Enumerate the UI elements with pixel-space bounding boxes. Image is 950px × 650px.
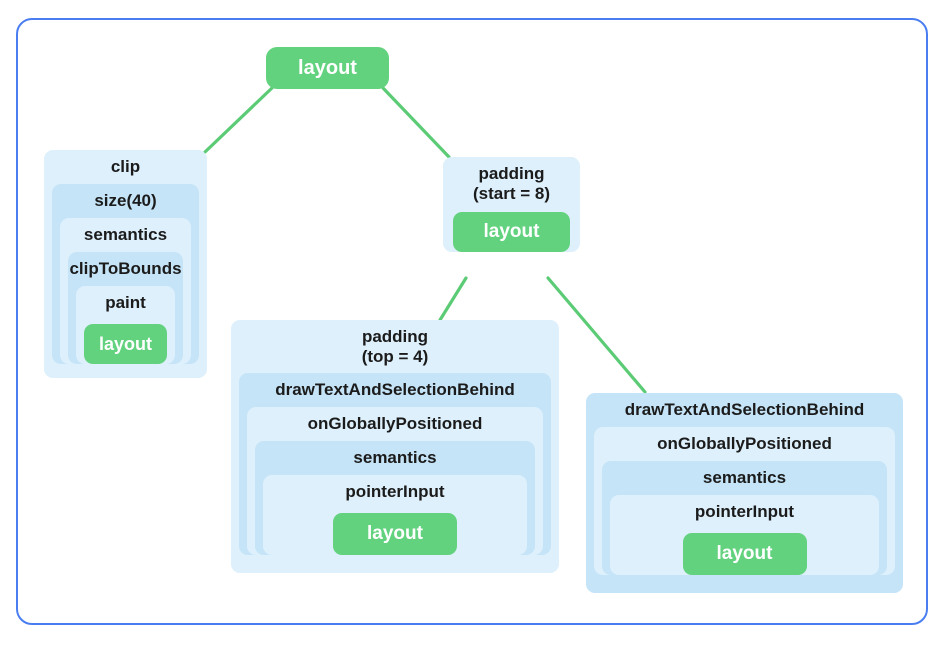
layer-size[interactable]: size(40) semantics clipToBounds paint la… <box>52 184 199 365</box>
right-leaf-layout-label: layout <box>716 543 773 565</box>
layer-middle-drawtext[interactable]: drawTextAndSelectionBehind onGloballyPos… <box>239 373 551 556</box>
layer-middle-ongloballypositioned[interactable]: onGloballyPositioned semantics pointerIn… <box>247 407 543 556</box>
layer-middle-semantics[interactable]: semantics pointerInput layout <box>255 441 535 556</box>
node-clip-leaf-layout[interactable]: layout <box>84 324 167 365</box>
node-right-leaf-layout[interactable]: layout <box>682 533 807 576</box>
layer-padding-start[interactable]: padding (start = 8) layout <box>443 157 580 253</box>
clip-leaf-layout-label: layout <box>98 333 152 354</box>
layer-semantics-label: semantics <box>83 225 168 245</box>
layer-size-label: size(40) <box>94 191 157 211</box>
layer-semantics[interactable]: semantics clipToBounds paint layout <box>60 218 191 365</box>
layer-middle-ongloballypositioned-label: onGloballyPositioned <box>307 414 483 434</box>
layer-right-ongloballypositioned[interactable]: onGloballyPositioned semantics pointerIn… <box>594 427 895 576</box>
node-padding-start[interactable]: padding (start = 8) layout <box>443 157 580 262</box>
padding-start-leaf-layout-label: layout <box>483 221 540 243</box>
layer-right-pointerinput[interactable]: pointerInput layout <box>610 495 879 576</box>
layer-right-semantics[interactable]: semantics pointerInput layout <box>602 461 887 576</box>
root-layout-label: layout <box>298 56 357 79</box>
layer-right-pointerinput-label: pointerInput <box>694 502 795 522</box>
layer-clip[interactable]: clip size(40) semantics clipToBounds pai… <box>44 150 207 379</box>
layer-padding-top-label: padding (top = 4) <box>361 327 429 366</box>
layer-middle-semantics-label: semantics <box>353 448 437 468</box>
layer-right-semantics-label: semantics <box>702 468 787 488</box>
layer-middle-pointerinput-label: pointerInput <box>345 482 445 502</box>
layer-cliptobounds[interactable]: clipToBounds paint layout <box>68 252 183 365</box>
layer-clip-label: clip <box>110 157 141 176</box>
node-right-stack[interactable]: drawTextAndSelectionBehind onGloballyPos… <box>586 393 903 594</box>
layer-paint[interactable]: paint layout <box>76 286 175 365</box>
layer-cliptobounds-label: clipToBounds <box>69 259 182 279</box>
layer-right-ongloballypositioned-label: onGloballyPositioned <box>657 434 832 454</box>
layer-middle-drawtext-label: drawTextAndSelectionBehind <box>275 380 515 400</box>
node-middle-leaf-layout[interactable]: layout <box>333 513 457 556</box>
node-clip-stack[interactable]: clip size(40) semantics clipToBounds pai… <box>44 150 207 379</box>
layer-right-drawtext[interactable]: drawTextAndSelectionBehind onGloballyPos… <box>586 393 903 594</box>
layer-paint-label: paint <box>105 293 146 313</box>
node-middle-stack[interactable]: padding (top = 4) drawTextAndSelectionBe… <box>231 320 559 574</box>
layer-right-drawtext-label: drawTextAndSelectionBehind <box>624 400 865 419</box>
layer-padding-start-label: padding (start = 8) <box>473 164 550 203</box>
layer-padding-top[interactable]: padding (top = 4) drawTextAndSelectionBe… <box>231 320 559 574</box>
layer-middle-pointerinput[interactable]: pointerInput layout <box>263 475 527 556</box>
diagram-frame <box>16 18 928 625</box>
node-root-layout[interactable]: layout <box>266 47 389 89</box>
node-padding-start-leaf-layout[interactable]: layout <box>453 212 570 253</box>
middle-leaf-layout-label: layout <box>367 523 423 545</box>
